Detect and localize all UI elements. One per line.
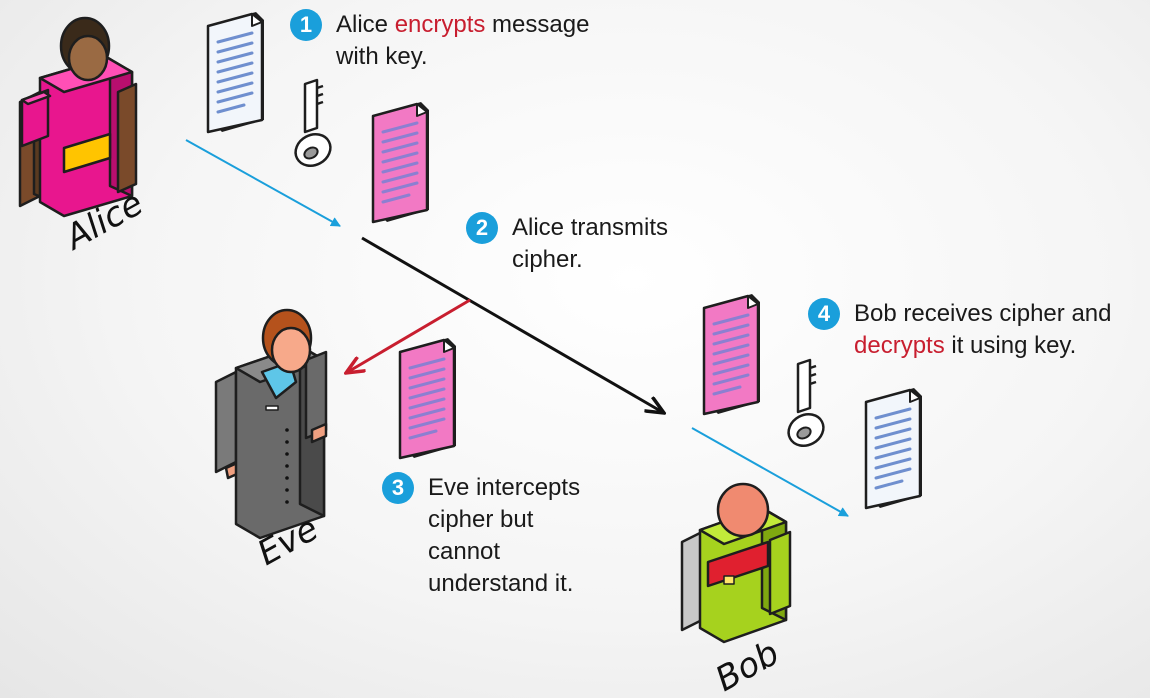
step-2-line2: cipher. bbox=[512, 246, 583, 273]
document-icon bbox=[864, 386, 924, 510]
eve-figure bbox=[214, 308, 328, 540]
step-4-text: Bob receives cipher and decrypts it usin… bbox=[854, 298, 1111, 362]
step-4-post: it using key. bbox=[944, 332, 1077, 359]
step-3-text: Eve intercepts cipher but cannot underst… bbox=[428, 472, 580, 600]
step-1-badge: 1 bbox=[290, 9, 322, 41]
step-4-line1: Bob receives cipher and bbox=[854, 300, 1112, 327]
step-3: 3 Eve intercepts cipher but cannot under… bbox=[382, 472, 580, 600]
key-icon bbox=[781, 358, 831, 453]
step-1-line2: with key. bbox=[336, 43, 428, 70]
step-1-pre: Alice bbox=[336, 11, 395, 38]
bob-name: Bob bbox=[709, 633, 786, 698]
step-4-highlight: decrypts bbox=[854, 332, 945, 359]
alice-figure bbox=[18, 16, 138, 218]
step-1-post: message bbox=[485, 11, 590, 38]
step-3-badge: 3 bbox=[382, 472, 414, 504]
transmit-arrow bbox=[361, 236, 664, 413]
step-4: 4 Bob receives cipher and decrypts it us… bbox=[808, 298, 1111, 362]
cipher-document-icon bbox=[371, 100, 431, 224]
step-3-line2: cipher but bbox=[428, 506, 534, 533]
key-icon bbox=[288, 78, 338, 173]
step-2-text: Alice transmits cipher. bbox=[512, 212, 668, 276]
step-1-highlight: encrypts bbox=[394, 11, 486, 38]
step-1-text: Alice encrypts message with key. bbox=[336, 9, 589, 73]
step-2: 2 Alice transmits cipher. bbox=[466, 212, 668, 276]
bob-figure bbox=[680, 482, 792, 644]
intercept-arrow bbox=[346, 298, 471, 373]
step-3-line4: understand it. bbox=[428, 570, 574, 597]
step-3-line3: cannot bbox=[428, 538, 501, 565]
cipher-document-icon bbox=[398, 336, 458, 460]
document-icon bbox=[206, 10, 266, 134]
step-3-line1: Eve intercepts bbox=[428, 474, 581, 501]
step-2-line1: Alice transmits bbox=[512, 214, 669, 241]
step-2-badge: 2 bbox=[466, 212, 498, 244]
bob-receive-arrow bbox=[691, 427, 849, 517]
cipher-document-icon bbox=[702, 292, 762, 416]
alice-send-arrow bbox=[185, 139, 341, 227]
step-4-badge: 4 bbox=[808, 298, 840, 330]
step-1: 1 Alice encrypts message with key. bbox=[290, 9, 589, 73]
